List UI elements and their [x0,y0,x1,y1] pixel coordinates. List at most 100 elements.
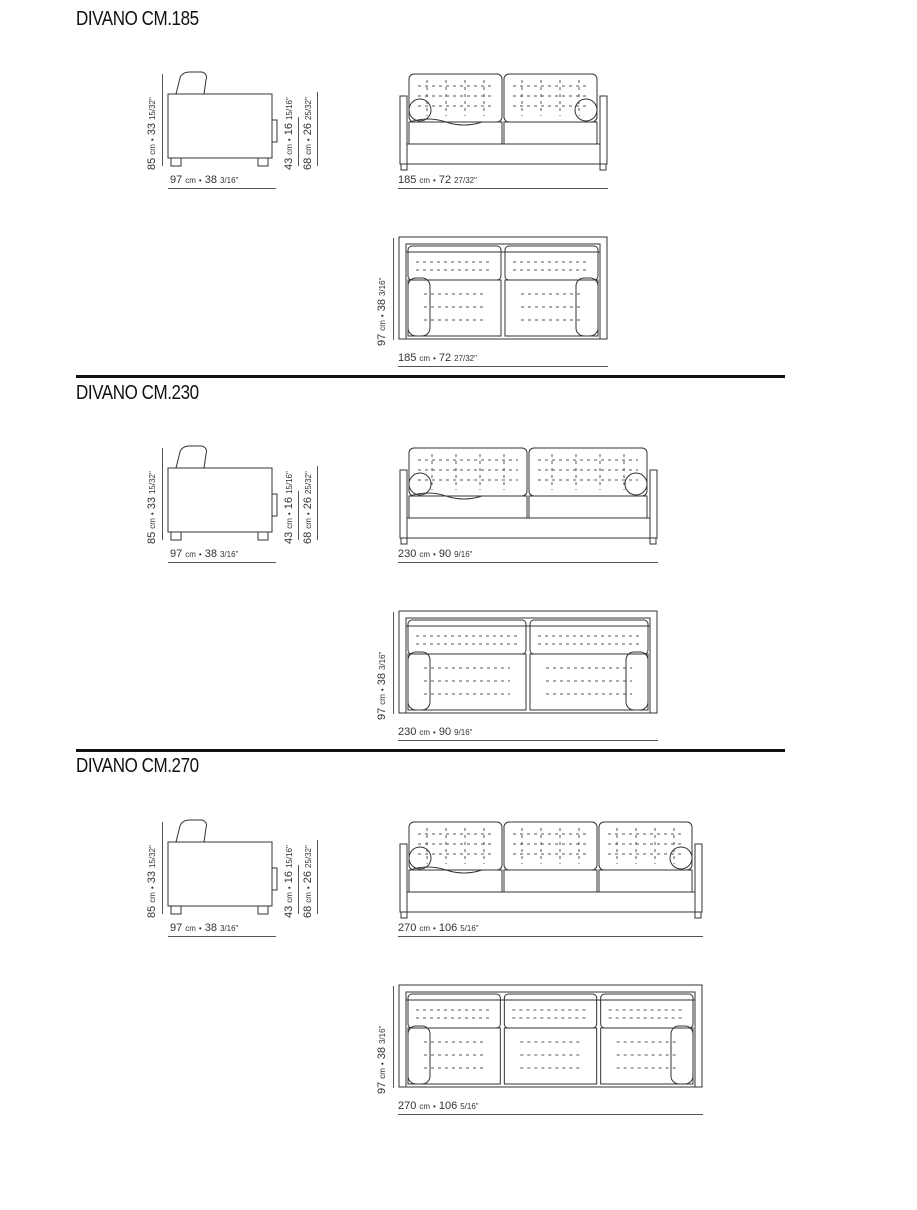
dim-unit: cm [419,354,431,363]
dimension-line [317,840,318,914]
dim-unit: cm [285,144,294,155]
dim-unit: cm [148,892,157,903]
dim-frac: 3/16" [378,651,387,671]
top-depth-dimension: 97cm•383/16" [376,1026,389,1094]
dim-in: 38 [376,673,388,686]
dim-sep: • [198,176,202,185]
dim-unit: cm [419,924,431,933]
side-arm-dimension: 68cm•2625/32" [302,471,315,544]
side-seat-dimension: 43cm•1615/16" [283,471,296,544]
dim-cm: 85 [146,157,158,170]
dim-sep: • [285,512,294,516]
dim-cm: 97 [170,548,183,560]
dim-sep: • [148,886,157,890]
dimension-line [317,92,318,166]
dim-sep: • [378,314,387,318]
dim-frac: 27/32" [454,354,477,363]
dim-cm: 97 [170,922,183,934]
dim-frac: 25/32" [304,845,313,869]
dim-in: 16 [283,871,295,884]
dim-cm: 43 [283,531,295,544]
dim-unit: cm [148,144,157,155]
side-seat-dimension: 43cm•1615/16" [283,845,296,918]
dim-unit: cm [419,1102,431,1111]
dim-frac: 15/32" [148,845,157,869]
dimension-line [168,562,276,563]
dim-in: 16 [283,497,295,510]
dim-sep: • [148,138,157,142]
side-view-drawing [168,820,280,920]
dim-in: 38 [376,1047,388,1060]
dim-unit: cm [285,892,294,903]
dim-unit: cm [419,728,431,737]
dim-in: 72 [438,352,452,364]
dim-in: 26 [302,123,314,136]
dim-cm: 97 [376,707,388,720]
dim-frac: 15/32" [148,97,157,121]
dim-cm: 68 [302,905,314,918]
dim-sep: • [433,550,436,559]
dim-sep: • [304,138,313,142]
dim-cm: 68 [302,531,314,544]
front-view-drawing [398,72,610,172]
top-view-drawing [398,236,610,340]
dim-in: 33 [146,123,158,136]
side-height-dimension: 85cm•3315/32" [146,471,159,544]
dim-unit: cm [304,144,313,155]
dim-sep: • [304,886,313,890]
dim-frac: 3/16" [378,1025,387,1045]
dim-in: 38 [376,299,388,312]
dim-in: 38 [204,922,217,934]
dim-frac: 27/32" [454,176,477,185]
dim-frac: 25/32" [304,97,313,121]
dimension-line [398,740,658,741]
dim-in: 106 [438,1100,458,1112]
dim-frac: 3/16" [219,176,239,185]
dim-unit: cm [378,1068,387,1079]
dim-frac: 25/32" [304,471,313,495]
side-view-drawing [168,446,280,546]
dim-in: 90 [438,548,452,560]
dimension-line [393,238,394,340]
side-arm-dimension: 68cm•2625/32" [302,845,315,918]
dim-unit: cm [304,892,313,903]
top-view-drawing [398,610,660,714]
front-view-drawing [398,446,660,546]
dim-unit: cm [285,518,294,529]
top-view-drawing [398,984,705,1088]
dim-sep: • [198,924,202,933]
dim-cm: 185 [398,352,417,364]
section-title: DIVANO CM.230 [76,382,199,404]
dim-unit: cm [304,518,313,529]
dim-unit: cm [148,518,157,529]
dimension-line [398,366,608,367]
dim-sep: • [433,728,436,737]
dim-frac: 5/16" [460,1102,479,1111]
dim-cm: 270 [398,1100,417,1112]
dim-sep: • [285,886,294,890]
dim-in: 106 [438,922,458,934]
dim-cm: 85 [146,905,158,918]
dim-cm: 43 [283,157,295,170]
dim-unit: cm [185,176,196,185]
dim-unit: cm [185,550,196,559]
dim-frac: 15/16" [285,97,294,121]
dim-in: 72 [438,174,452,186]
dim-sep: • [433,176,436,185]
dimension-line [162,448,163,540]
dim-sep: • [198,550,202,559]
dim-in: 38 [204,548,217,560]
dim-cm: 43 [283,905,295,918]
section-title: DIVANO CM.185 [76,8,199,30]
dim-in: 33 [146,497,158,510]
dim-frac: 9/16" [454,728,473,737]
dim-sep: • [148,512,157,516]
section-divider [76,375,785,378]
dimension-line [162,74,163,166]
